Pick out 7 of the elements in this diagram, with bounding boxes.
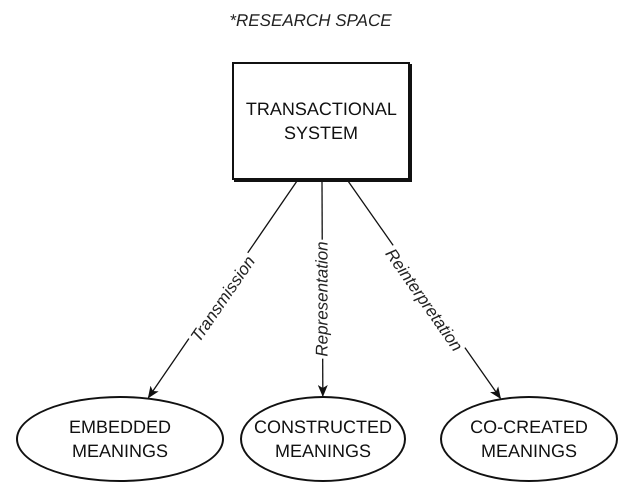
node-text: CONSTRUCTED MEANINGS: [254, 416, 392, 463]
node-text: TRANSACTIONAL SYSTEM: [246, 98, 396, 145]
process-box: [232, 62, 410, 180]
node-text: EMBEDDED MEANINGS: [68, 416, 172, 463]
diagram-title: *RESEARCH SPACE: [228, 10, 393, 32]
node-text: CO-CREATED MEANINGS: [469, 416, 589, 463]
edge-label: Representation: [314, 238, 331, 358]
